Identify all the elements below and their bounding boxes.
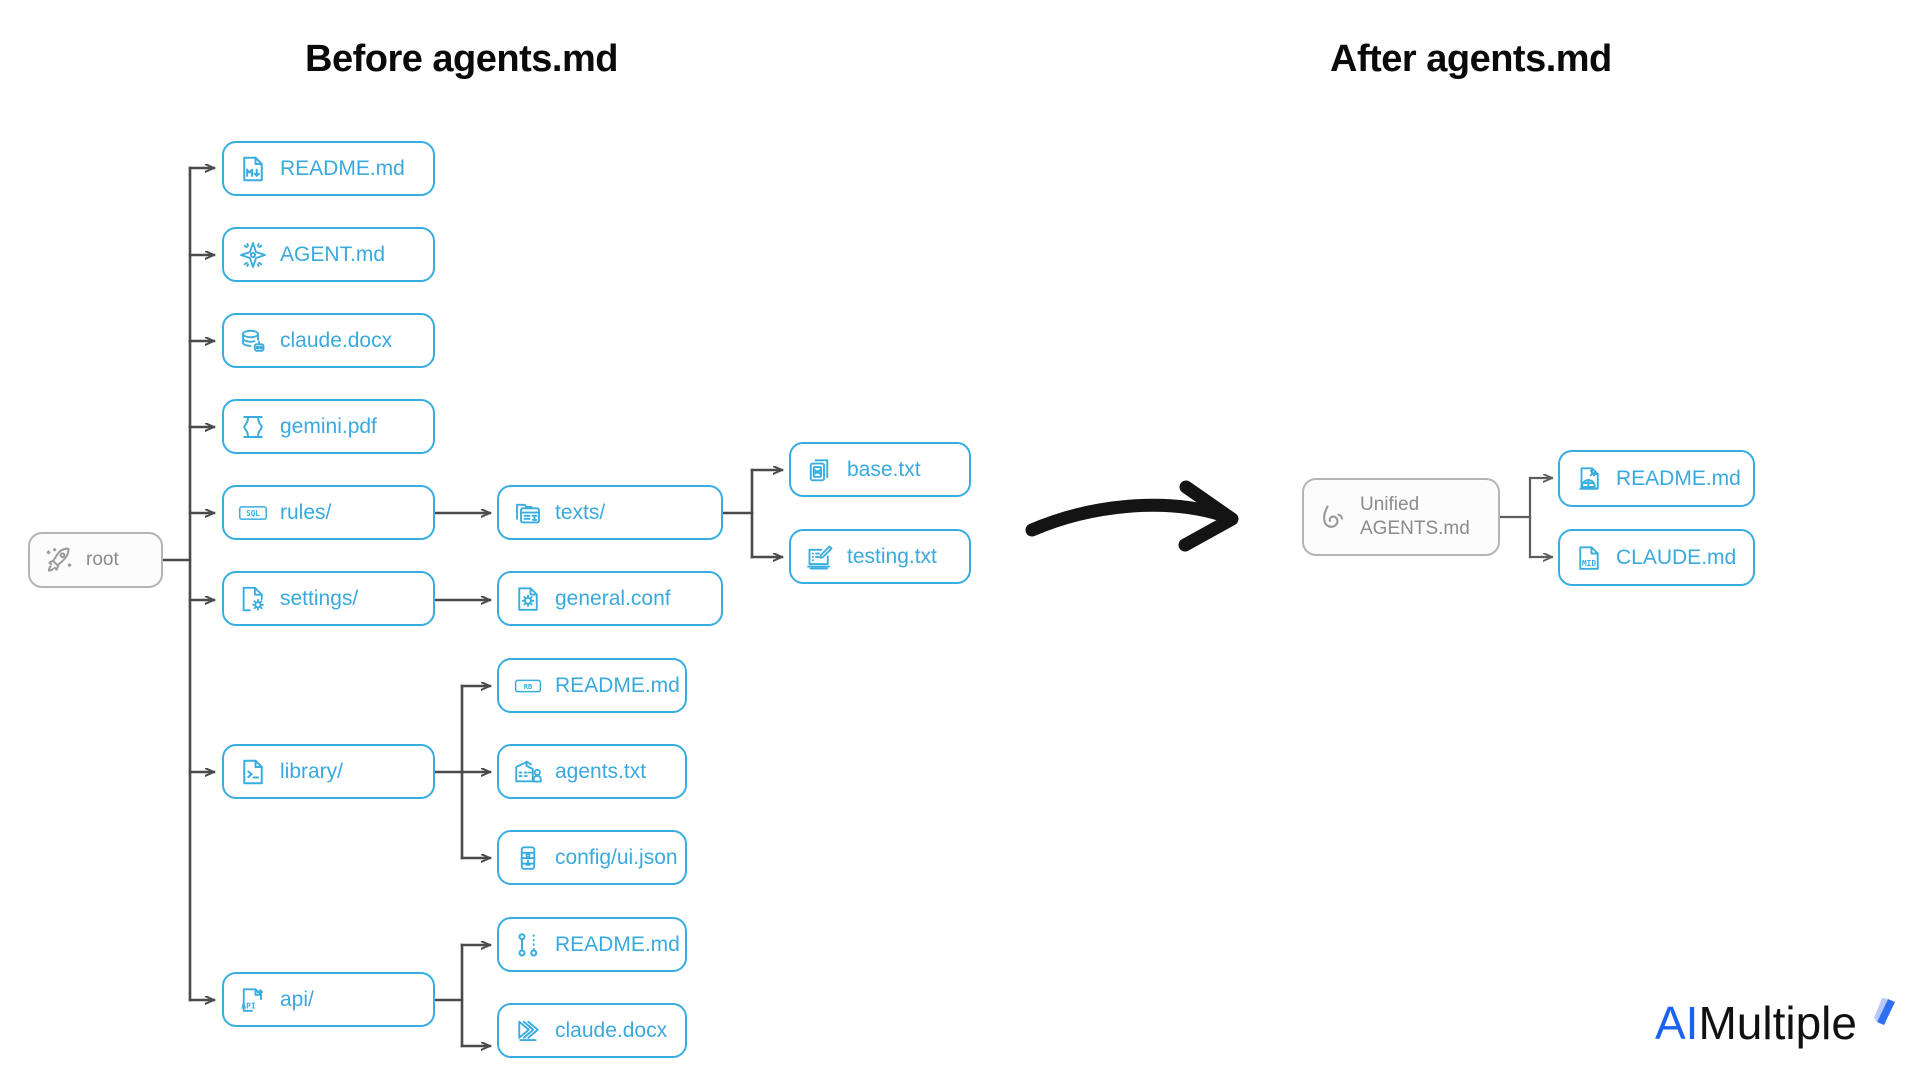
- node-label: base.txt: [847, 457, 921, 481]
- node-root-label: root: [86, 549, 119, 571]
- node-claude-md-after[interactable]: MID CLAUDE.md: [1558, 529, 1755, 586]
- node-unified-label: Unified AGENTS.md: [1360, 494, 1470, 539]
- api-file-icon: API: [241, 987, 263, 1012]
- node-claude-docx-api[interactable]: claude.docx: [497, 1003, 687, 1058]
- markdown-file-icon: [243, 156, 263, 181]
- node-testing-txt[interactable]: testing.txt: [789, 529, 971, 584]
- node-base-txt[interactable]: base.txt: [789, 442, 971, 497]
- file-gear-icon: [242, 586, 264, 611]
- database-bot-icon: [242, 329, 265, 352]
- logo-multiple-text: Multiple: [1698, 997, 1857, 1049]
- claude-burst-icon: [518, 1020, 539, 1041]
- sql-icon: SQL: [239, 505, 267, 520]
- node-label: README.md: [555, 932, 680, 956]
- config-stack-icon: [520, 845, 536, 870]
- node-readme-md-api[interactable]: README.md: [497, 917, 687, 972]
- agents-chart-icon: [515, 760, 542, 782]
- star-burst-icon: [240, 241, 266, 268]
- rb-badge-icon: RB: [514, 679, 542, 692]
- node-root[interactable]: root: [28, 532, 163, 588]
- logo-ai-text: AI: [1655, 997, 1699, 1049]
- node-gemini-pdf[interactable]: gemini.pdf: [222, 399, 435, 454]
- node-label: library/: [280, 759, 344, 783]
- sparkle-icon: [1874, 998, 1895, 1025]
- node-label: testing.txt: [847, 544, 937, 568]
- node-label: claude.docx: [280, 328, 393, 352]
- node-api-dir[interactable]: API api/: [222, 972, 435, 1027]
- node-readme-md-after[interactable]: README.md: [1558, 450, 1755, 507]
- node-label: README.md: [1616, 466, 1741, 490]
- node-label: config/ui.json: [555, 845, 678, 869]
- heading-before: Before agents.md: [305, 38, 618, 80]
- node-label: texts/: [555, 500, 606, 524]
- mid-file-icon: MID: [1579, 545, 1599, 570]
- svg-text:MID: MID: [1582, 559, 1596, 568]
- node-settings-dir[interactable]: settings/: [222, 571, 435, 626]
- node-label: README.md: [555, 673, 680, 697]
- heading-after: After agents.md: [1330, 38, 1612, 80]
- node-label: gemini.pdf: [280, 414, 377, 438]
- node-label: settings/: [280, 586, 359, 610]
- node-library-dir[interactable]: library/: [222, 744, 435, 799]
- node-config-ui-json[interactable]: config/ui.json: [497, 830, 687, 885]
- svg-text:API: API: [241, 1001, 256, 1010]
- curved-arrow-icon: [1025, 480, 1239, 552]
- node-readme-md-library[interactable]: RB README.md: [497, 658, 687, 713]
- gemini-icon: [243, 415, 263, 438]
- node-agent-md[interactable]: AGENT.md: [222, 227, 435, 282]
- node-label: AGENT.md: [280, 242, 386, 266]
- svg-text:SQL: SQL: [246, 509, 260, 518]
- file-gear-icon: [518, 586, 538, 611]
- terminal-file-icon: [243, 759, 263, 784]
- node-graph-icon: [518, 932, 538, 956]
- node-readme-md-root[interactable]: README.md: [222, 141, 435, 196]
- node-label: general.conf: [555, 586, 671, 610]
- node-claude-docx-root[interactable]: claude.docx: [222, 313, 435, 368]
- node-general-conf[interactable]: general.conf: [497, 571, 723, 626]
- code-shield-icon: [1579, 466, 1599, 490]
- node-label: api/: [280, 987, 314, 1011]
- node-rules-dir[interactable]: SQL rules/: [222, 485, 435, 540]
- swirl-icon: [1323, 505, 1344, 528]
- node-label: rules/: [280, 500, 332, 524]
- svg-text:RB: RB: [524, 681, 533, 690]
- edit-screen-icon: [807, 545, 833, 569]
- document-copy-icon: [809, 458, 829, 481]
- node-agents-txt[interactable]: agents.txt: [497, 744, 687, 799]
- node-label: CLAUDE.md: [1616, 545, 1737, 569]
- node-label: agents.txt: [555, 759, 647, 783]
- node-texts-dir[interactable]: texts/: [497, 485, 723, 540]
- node-label: README.md: [280, 156, 405, 180]
- rocket-icon: [46, 547, 72, 572]
- folder-text-icon: [516, 503, 540, 523]
- node-label: claude.docx: [555, 1018, 668, 1042]
- node-unified-agents-md[interactable]: Unified AGENTS.md: [1302, 478, 1500, 556]
- aimultiple-logo: AIMultiple: [1655, 1000, 1857, 1046]
